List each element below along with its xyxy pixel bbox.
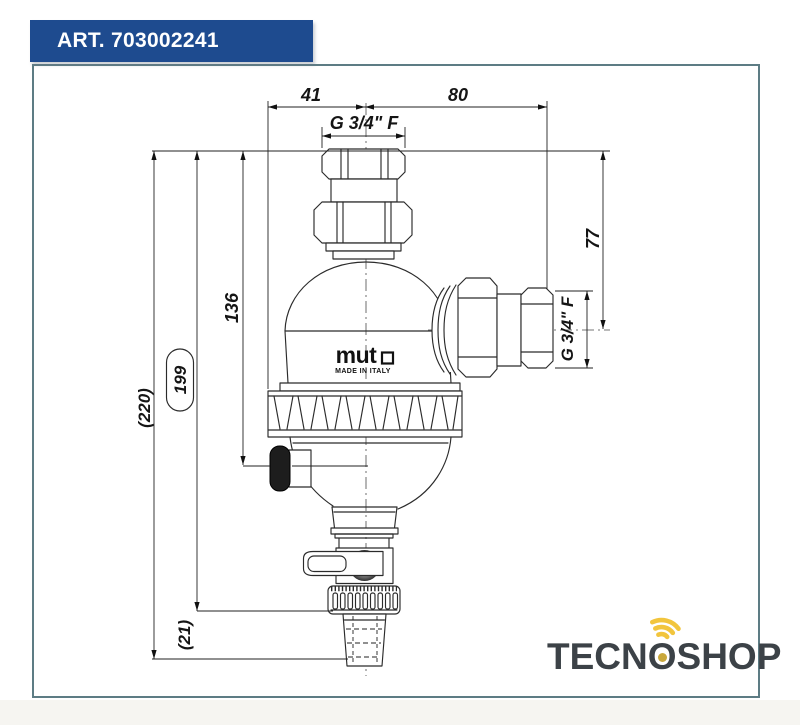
mut-logo-square-icon: [380, 351, 395, 365]
dim-top-thread-label: G 3/4" F: [330, 113, 400, 133]
logo-o-dot-icon: [657, 653, 667, 662]
dim-220-label: (220): [135, 388, 154, 428]
article-number: ART. 703002241: [57, 29, 219, 52]
mut-logo-text: mut: [336, 342, 378, 368]
side-port: [431, 277, 554, 378]
dim-41-label: 41: [300, 85, 321, 105]
dim-21-label: (21): [175, 620, 194, 651]
dimension-lines: [151, 101, 610, 660]
valve-outline: [267, 148, 463, 667]
dim-77-label: 77: [583, 228, 603, 249]
page-background-strip: [0, 700, 800, 725]
article-number-banner: ART. 703002241: [30, 20, 313, 62]
made-in-italy-label: MADE IN ITALY: [335, 368, 391, 375]
tecnoshop-logo-prefix: TECN: [547, 636, 648, 677]
dim-199-label: 199: [171, 365, 190, 394]
dim-80-label: 80: [448, 85, 468, 105]
dim-side-thread-label: G 3/4" F: [558, 296, 577, 361]
tecnoshop-logo: TECN OSHOP: [547, 617, 781, 688]
dimension-labels: 41 80 G 3/4" F 77 G 3/4" F 136 199 (220)…: [135, 85, 603, 650]
tecnoshop-logo-suffix: SHOP: [676, 636, 782, 677]
dim-136-label: 136: [222, 292, 242, 323]
body-brand: mut MADE IN ITALY: [335, 342, 395, 375]
signal-arcs-icon: [649, 617, 681, 640]
